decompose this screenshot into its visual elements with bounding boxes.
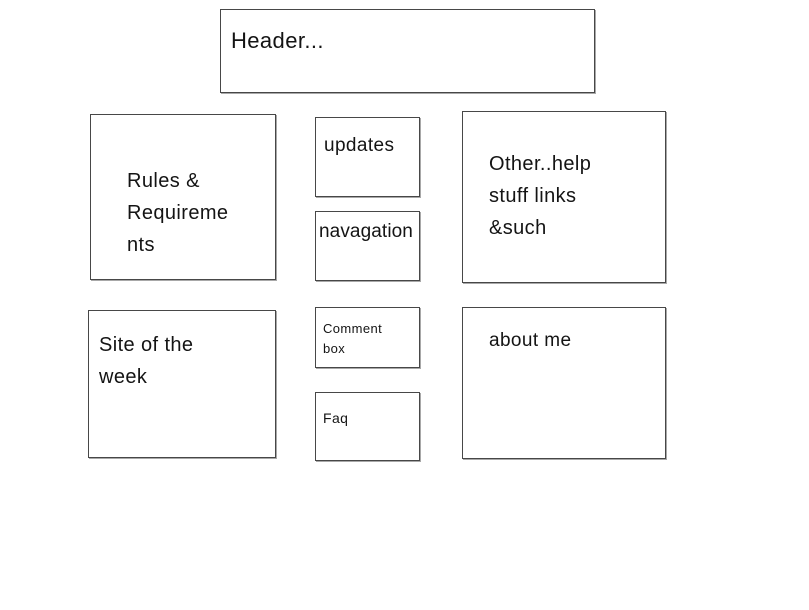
updates-label: updates xyxy=(324,135,395,156)
rules-requirements-label: Rules & Requireme nts xyxy=(127,170,229,256)
navigation-box: navagation xyxy=(315,211,420,281)
site-of-the-week-box: Site of the week xyxy=(88,310,276,458)
about-me-label: about me xyxy=(489,330,572,351)
rules-requirements-box: Rules & Requireme nts xyxy=(90,114,276,280)
navigation-label: navagation xyxy=(319,221,413,242)
other-help-links-label: Other..help stuff links &such xyxy=(489,153,592,239)
updates-box: updates xyxy=(315,117,420,197)
header-label: Header... xyxy=(231,28,324,53)
header-box: Header... xyxy=(220,9,595,93)
comment-box: Comment box xyxy=(315,307,420,368)
site-of-the-week-label: Site of the week xyxy=(99,334,194,388)
comment-box-label: Comment box xyxy=(323,321,383,356)
about-me-box: about me xyxy=(462,307,666,459)
other-help-links-box: Other..help stuff links &such xyxy=(462,111,666,283)
faq-box: Faq xyxy=(315,392,420,461)
faq-label: Faq xyxy=(323,410,349,426)
